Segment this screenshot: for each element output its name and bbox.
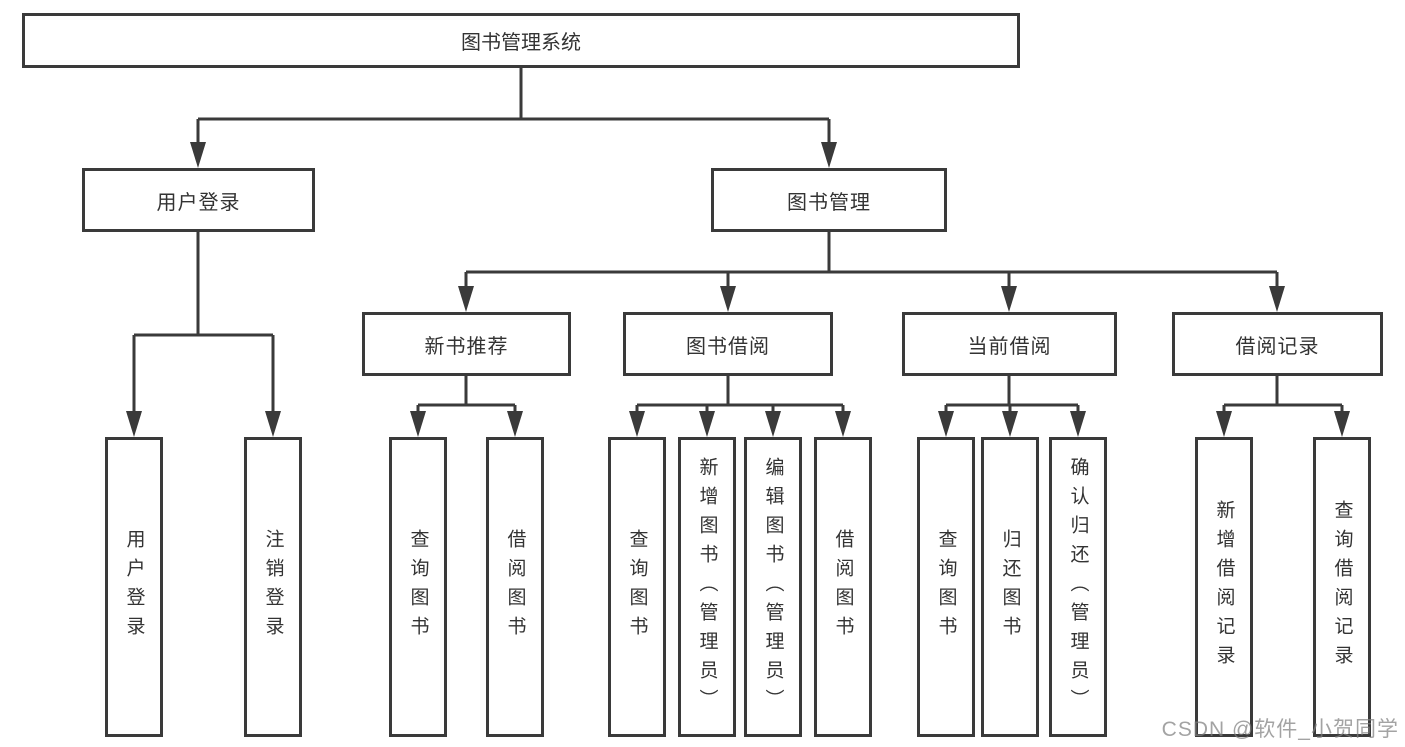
leaf-query-books-recommend: 查询图书 [389, 437, 447, 737]
leaf-query-books-current: 查询图书 [917, 437, 975, 737]
leaf-confirm-return-admin: 确认归还（管理员） [1049, 437, 1107, 737]
leaf-logout: 注销登录 [244, 437, 302, 737]
leaf-add-borrow-record-label: 新增借阅记录 [1213, 500, 1235, 674]
node-book-management: 图书管理 [711, 168, 947, 232]
leaf-add-books-admin-label: 新增图书（管理员） [696, 456, 718, 718]
leaf-borrow-books-recommend-label: 借阅图书 [504, 529, 526, 645]
leaf-user-login-label: 用户登录 [123, 529, 145, 645]
root-node-label: 图书管理系统 [461, 32, 581, 54]
arrowhead-icons [126, 142, 1350, 437]
leaf-return-books-label: 归还图书 [999, 529, 1021, 645]
leaf-query-books-current-label: 查询图书 [935, 529, 957, 645]
node-book-borrowing: 图书借阅 [623, 312, 833, 376]
leaf-query-books-borrowing-label: 查询图书 [626, 529, 648, 645]
node-new-book-recommend: 新书推荐 [362, 312, 571, 376]
leaf-confirm-return-admin-label: 确认归还（管理员） [1067, 456, 1089, 718]
csdn-watermark: CSDN @软件_小贺同学 [1161, 718, 1399, 741]
leaf-query-borrow-record-label: 查询借阅记录 [1331, 500, 1353, 674]
leaf-edit-books-admin: 编辑图书（管理员） [744, 437, 802, 737]
node-borrowing-records: 借阅记录 [1172, 312, 1383, 376]
leaf-query-books-borrowing: 查询图书 [608, 437, 666, 737]
root-node-system: 图书管理系统 [22, 13, 1020, 68]
leaf-query-books-recommend-label: 查询图书 [407, 529, 429, 645]
leaf-return-books: 归还图书 [981, 437, 1039, 737]
leaf-borrow-books-recommend: 借阅图书 [486, 437, 544, 737]
leaf-add-borrow-record: 新增借阅记录 [1195, 437, 1253, 737]
leaf-edit-books-admin-label: 编辑图书（管理员） [762, 456, 784, 718]
leaf-borrow-books-label: 借阅图书 [832, 529, 854, 645]
node-book-borrowing-label: 图书借阅 [686, 335, 770, 358]
node-user-login-label: 用户登录 [156, 191, 241, 214]
node-current-borrowing: 当前借阅 [902, 312, 1117, 376]
node-new-book-recommend-label: 新书推荐 [424, 335, 509, 358]
leaf-borrow-books: 借阅图书 [814, 437, 872, 737]
node-user-login: 用户登录 [82, 168, 315, 232]
leaf-add-books-admin: 新增图书（管理员） [678, 437, 736, 737]
leaf-query-borrow-record: 查询借阅记录 [1313, 437, 1371, 737]
leaf-user-login: 用户登录 [105, 437, 163, 737]
node-book-management-label: 图书管理 [787, 191, 871, 214]
leaf-logout-label: 注销登录 [262, 529, 284, 645]
node-borrowing-records-label: 借阅记录 [1235, 335, 1320, 358]
node-current-borrowing-label: 当前借阅 [967, 335, 1052, 358]
